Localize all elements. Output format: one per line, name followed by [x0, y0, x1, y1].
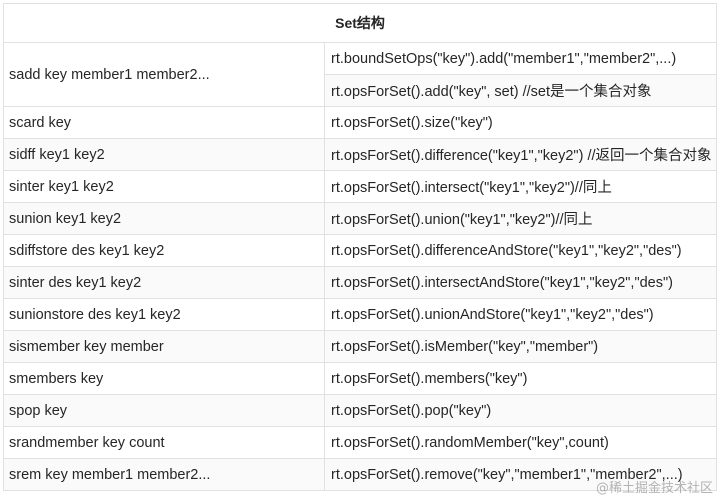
- redistemplate-api-cell: rt.opsForSet().isMember("key","member"): [323, 330, 718, 363]
- redistemplate-api-cell: rt.opsForSet().differenceAndStore("key1"…: [323, 234, 718, 267]
- redistemplate-api-cell: rt.boundSetOps("key").add("member1","mem…: [323, 42, 718, 75]
- redis-command-cell: sinter key1 key2: [3, 170, 325, 203]
- redistemplate-api-cell: rt.opsForSet().size("key"): [323, 106, 718, 139]
- redistemplate-api-cell: rt.opsForSet().unionAndStore("key1","key…: [323, 298, 718, 331]
- redis-command-cell: srandmember key count: [3, 426, 325, 459]
- redis-command-cell: smembers key: [3, 362, 325, 395]
- redis-command-cell: sunionstore des key1 key2: [3, 298, 325, 331]
- redistemplate-api-cell: rt.opsForSet().add("key", set) //set是一个集…: [323, 74, 718, 107]
- redistemplate-api-cell: rt.opsForSet().members("key"): [323, 362, 718, 395]
- table-body: sadd key member1 member2...rt.boundSetOp…: [3, 42, 718, 491]
- set-structure-table: Set结构 sadd key member1 member2...rt.boun…: [2, 3, 718, 491]
- redis-command-cell: sunion key1 key2: [3, 202, 325, 235]
- set-structure-table-container: Set结构 sadd key member1 member2...rt.boun…: [2, 3, 718, 491]
- watermark: @稀土掘金技术社区: [595, 481, 713, 496]
- redistemplate-api-cell: rt.opsForSet().intersectAndStore("key1",…: [323, 266, 718, 299]
- table-row: srem key member1 member2...rt.opsForSet(…: [3, 458, 718, 491]
- redis-command-cell: sidff key1 key2: [3, 138, 325, 171]
- redistemplate-api-cell: rt.opsForSet().union("key1","key2")//同上: [323, 202, 718, 235]
- redis-command-cell: sadd key member1 member2...: [3, 42, 325, 107]
- redistemplate-api-cell: rt.opsForSet().pop("key"): [323, 394, 718, 427]
- redis-command-cell: sdiffstore des key1 key2: [3, 234, 325, 267]
- redistemplate-api-cell: rt.opsForSet().randomMember("key",count): [323, 426, 718, 459]
- redistemplate-api-cell: rt.opsForSet().intersect("key1","key2")/…: [323, 170, 718, 203]
- table-header-row: Set结构: [2, 3, 718, 43]
- redistemplate-api-cell: rt.opsForSet().difference("key1","key2")…: [323, 138, 718, 171]
- redis-command-cell: scard key: [3, 106, 325, 139]
- redistemplate-api-cell: rt.opsForSet().remove("key","member1","m…: [323, 458, 718, 491]
- redis-command-cell: sinter des key1 key2: [3, 266, 325, 299]
- table-row: rt.opsForSet().add("key", set) //set是一个集…: [4, 74, 718, 107]
- table-title: Set结构: [2, 3, 718, 43]
- redis-command-cell: spop key: [3, 394, 325, 427]
- redis-command-cell: srem key member1 member2...: [3, 458, 325, 491]
- table-row: sadd key member1 member2...rt.boundSetOp…: [3, 42, 718, 107]
- redis-command-cell: sismember key member: [3, 330, 325, 363]
